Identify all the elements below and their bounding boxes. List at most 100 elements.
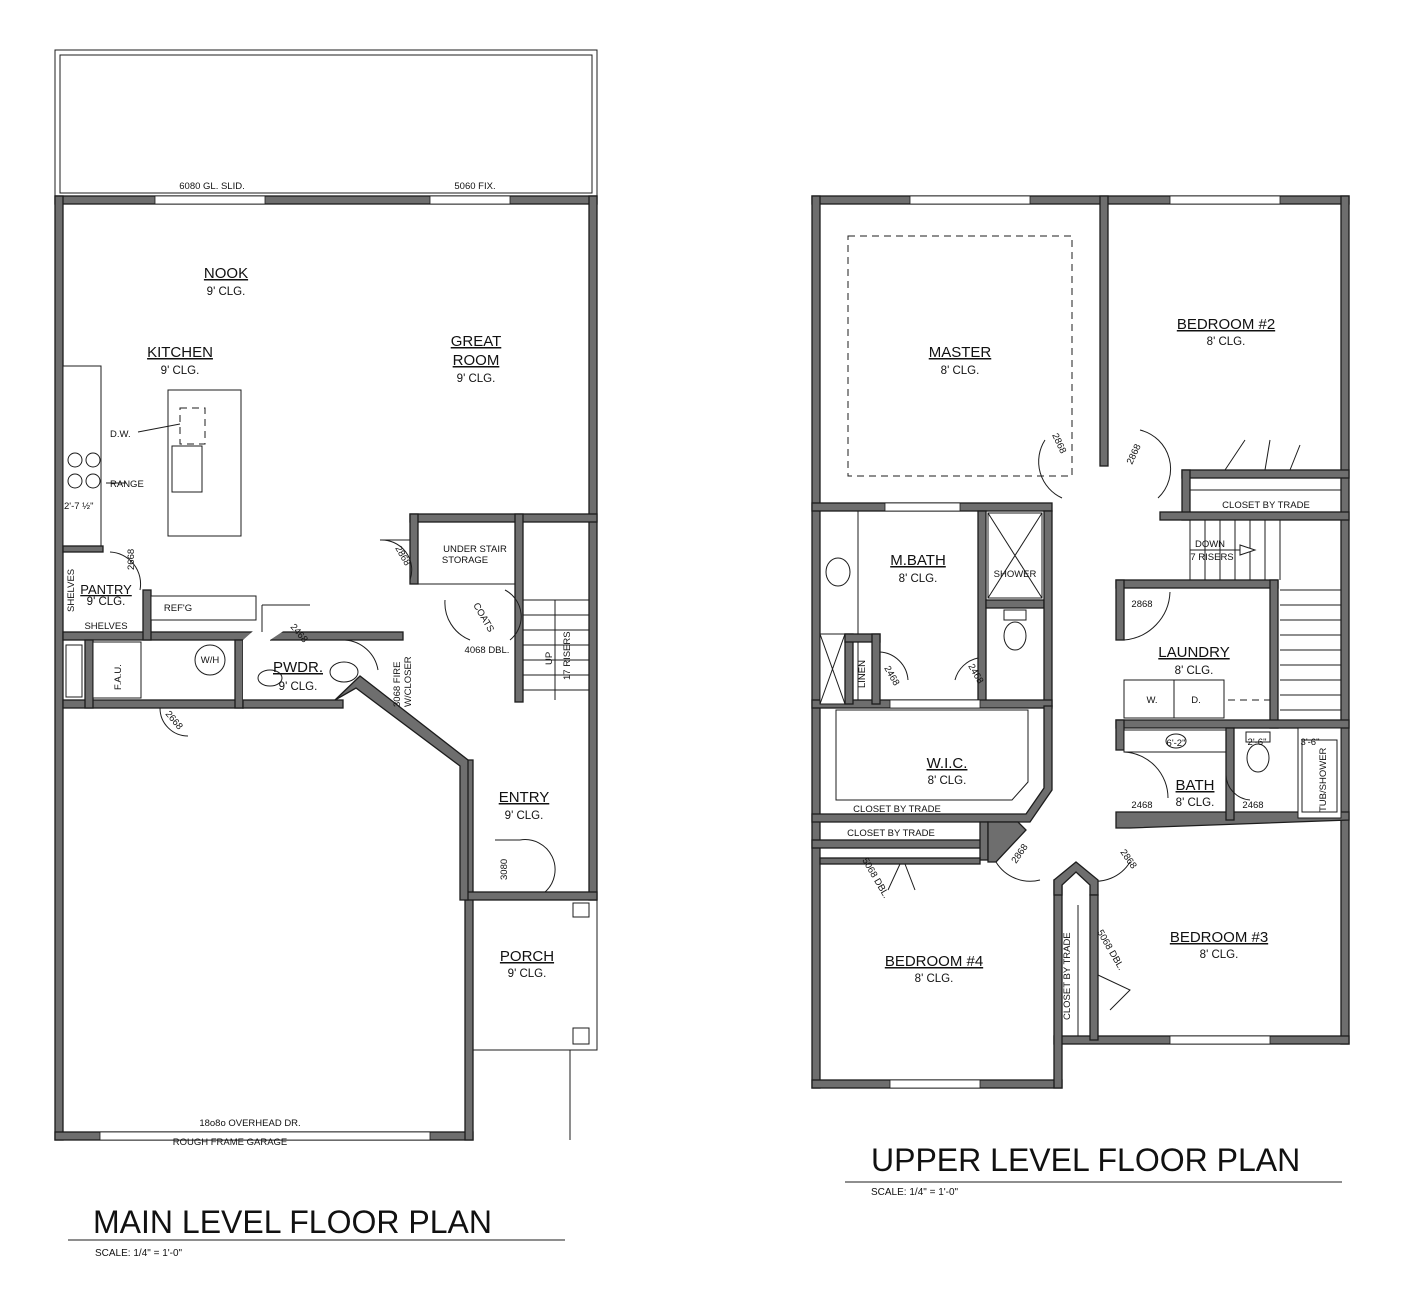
great-room-name-1: GREAT (451, 333, 502, 350)
bed2-closet-wall (1181, 469, 1350, 479)
wic-opening (889, 699, 981, 709)
bed4-angle-wall (987, 821, 1027, 863)
wic-shelf-outline (835, 709, 1029, 801)
bed2-door (1139, 429, 1172, 499)
wic-bottom-wall (811, 705, 1053, 823)
master-bath-opening (884, 502, 961, 512)
linen-label: LINEN (857, 660, 868, 688)
garage-mech-door (159, 707, 189, 737)
fire-door-label-1: 3068 FIRE (392, 662, 403, 707)
mbath-outer-wall (1043, 510, 1053, 707)
bedroom3-clg: 8' CLG. (1200, 949, 1239, 961)
linen-door (879, 651, 909, 681)
porch-clg: 9' CLG. (508, 968, 547, 980)
patio-inner-outline (59, 54, 593, 194)
master-tray-ceiling (847, 235, 1073, 477)
pwdr-bottom-wall (242, 699, 344, 709)
closet-by-trade-bed3: CLOSET BY TRADE (1062, 932, 1073, 1020)
laundry-door-label: 2868 (1131, 599, 1152, 610)
entry-door-label: 3080 (499, 859, 510, 880)
range-label: RANGE (110, 479, 144, 490)
pwdr-angle (261, 604, 310, 632)
burner-4 (85, 473, 101, 489)
main-level-plan (54, 49, 598, 1241)
upper-level-title: UPPER LEVEL FLOOR PLAN (871, 1142, 1300, 1178)
tub-label: TUB/SHOWER (1318, 747, 1329, 812)
wic-name: W.I.C. (927, 755, 968, 772)
fau-label: F.A.U. (113, 664, 124, 690)
dim-3-6-label: 3'-6" (1301, 737, 1320, 748)
mech-cabinet (65, 644, 83, 698)
bedroom2-name: BEDROOM #2 (1177, 316, 1275, 333)
master-name: MASTER (929, 344, 992, 361)
dw-leader (137, 423, 181, 433)
toilet-tank (1003, 609, 1027, 621)
linen-right-wall (871, 633, 881, 705)
master-clg: 8' CLG. (941, 365, 980, 377)
bed2-closet-doors (1224, 439, 1301, 471)
bedroom3-name: BEDROOM #3 (1170, 929, 1268, 946)
mbath-sink (825, 557, 851, 587)
bath-door-2 (1225, 774, 1251, 801)
laundry-name: LAUNDRY (1158, 644, 1229, 661)
washer-label: W. (1146, 695, 1157, 706)
master-door-label: 2868 (1049, 432, 1068, 456)
bed2-window (1169, 195, 1281, 205)
bed3-closet-wall (1089, 894, 1099, 1041)
bedroom4-name: BEDROOM #4 (885, 953, 983, 970)
bath-sink (1165, 733, 1187, 749)
shower-diag-2 (987, 512, 1043, 599)
pantry-bottom-wall (62, 631, 404, 641)
bath-divider-wall (1225, 727, 1235, 821)
refg-label: REF'G (164, 603, 192, 614)
dimension-label: 2'-7 ½" (64, 501, 93, 512)
master-bed2-wall (1099, 195, 1109, 467)
main-right-wall (588, 195, 598, 901)
laundry-clg: 8' CLG. (1175, 665, 1214, 677)
entry-clg: 9' CLG. (505, 810, 544, 822)
bed2-door-label: 2868 (1125, 442, 1144, 466)
closet-by-trade-bed2: CLOSET BY TRADE (1222, 500, 1310, 511)
stair-top-wall (409, 513, 598, 523)
dishwasher (179, 407, 206, 445)
kitchen-clg: 9' CLG. (161, 365, 200, 377)
mbath-name: M.BATH (890, 552, 946, 569)
garage-label: ROUGH FRAME GARAGE (173, 1137, 288, 1148)
main-left-wall (54, 195, 64, 1141)
linen-x-2 (819, 633, 846, 705)
coats-label: COATS (470, 601, 496, 634)
upper-level-scale: SCALE: 1/4" = 1'-0" (871, 1187, 959, 1198)
upper-left-wall (811, 195, 821, 1089)
stair-down-arrow (1239, 544, 1257, 556)
bed4-closet-side (979, 821, 989, 861)
master-door (1038, 439, 1063, 499)
wh-label: W/H (201, 655, 220, 666)
wic-clg: 8' CLG. (928, 775, 967, 787)
pantry-top-wall (62, 545, 104, 553)
pwdr-name: PWDR. (273, 659, 323, 676)
refrigerator (150, 595, 257, 621)
fire-door-label-2: W/CLOSER (403, 656, 414, 707)
burner-2 (85, 452, 101, 468)
laundry-left-wall (1115, 579, 1125, 641)
tub (1297, 727, 1342, 819)
pwdr-toilet (257, 669, 283, 687)
bed3-entry-peak (1053, 861, 1099, 896)
porch-name: PORCH (500, 948, 554, 965)
garage-angle-wall (334, 675, 469, 901)
dim-2-6-label: 2'-6" (1248, 737, 1267, 748)
down-label: DOWN (1195, 539, 1225, 550)
mbath-door (954, 657, 979, 681)
entry-name: ENTRY (499, 789, 550, 806)
bed3-closet-doors (1097, 974, 1131, 1011)
bath-left-wall (1115, 719, 1125, 751)
bed4-closet-doors (887, 863, 916, 891)
bath-door-1-label: 2468 (1131, 800, 1152, 811)
dw-label: D.W. (110, 429, 131, 440)
linen-wall (844, 633, 854, 705)
storage-left-wall (409, 513, 419, 585)
pantry-door (109, 551, 142, 591)
bath-door-1 (1123, 751, 1169, 799)
pantry-clg: 9' CLG. (87, 596, 126, 608)
closet-by-trade-bed4: CLOSET BY TRADE (847, 828, 935, 839)
